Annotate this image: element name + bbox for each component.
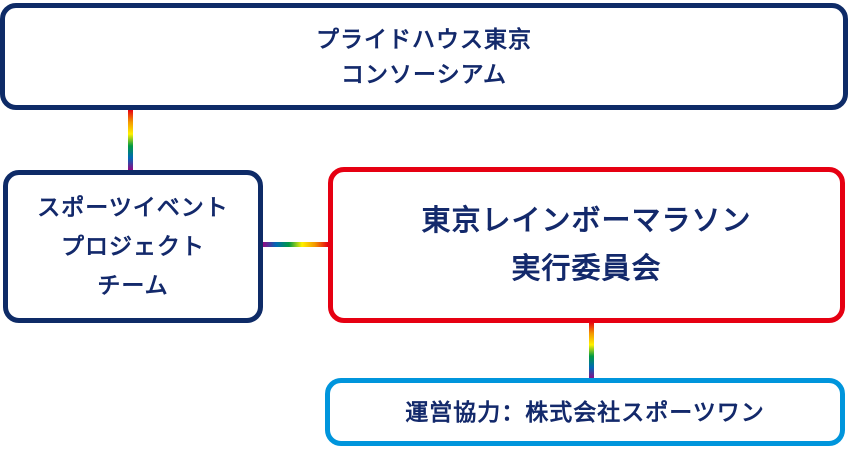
rainbow-connector-consortium-to-team — [128, 110, 133, 170]
box-text-line: 東京レインボーマラソン — [421, 205, 752, 237]
box-sports-event-project-team: スポーツイベント プロジェクト チーム — [3, 170, 263, 323]
box-text-line: スポーツイベント — [37, 194, 229, 220]
box-text-line: チーム — [97, 272, 169, 298]
box-text-line: 運営協力：株式会社スポーツワン — [405, 399, 765, 425]
box-tokyo-rainbow-marathon-committee: 東京レインボーマラソン 実行委員会 — [328, 167, 845, 323]
box-text-line: プロジェクト — [61, 233, 205, 259]
box-text-line: プライドハウス東京 — [316, 25, 532, 52]
box-text-line: 実行委員会 — [511, 253, 662, 285]
rainbow-connector-team-to-committee — [263, 242, 328, 247]
box-pride-house-tokyo-consortium: プライドハウス東京 コンソーシアム — [0, 3, 848, 110]
box-text-line: コンソーシアム — [341, 60, 507, 87]
box-operation-support-sportsone: 運営協力：株式会社スポーツワン — [325, 378, 845, 446]
rainbow-connector-committee-to-sponsor — [589, 322, 594, 379]
